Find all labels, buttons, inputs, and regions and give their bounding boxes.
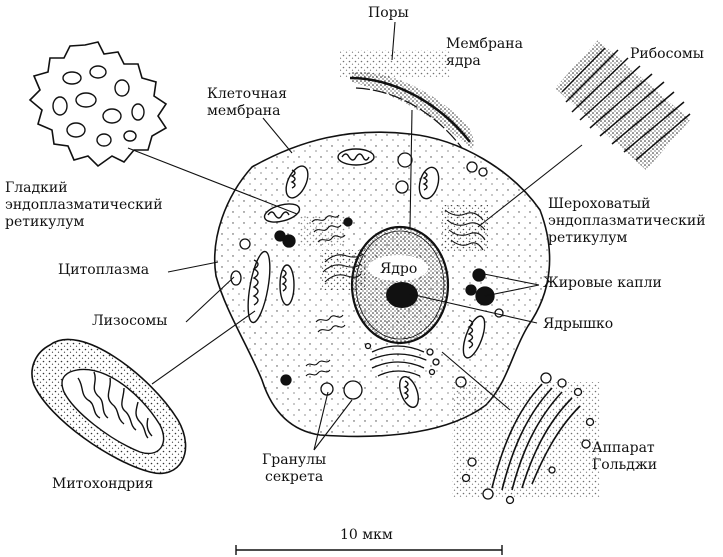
label-rough-er: Шероховатый эндоплазматический ретикулум xyxy=(548,196,706,246)
label-nuclear-membrane: Мембрана ядра xyxy=(446,36,523,69)
label-golgi: Аппарат Гольджи xyxy=(592,440,658,473)
label-mitochondrion: Митохондрия xyxy=(52,476,154,492)
nucleolus xyxy=(386,282,418,308)
rough-er-inset xyxy=(555,40,691,170)
nuclear-membrane-inset xyxy=(340,50,474,150)
cell xyxy=(213,131,551,438)
nucleus-label-area xyxy=(368,255,428,281)
golgi-inset xyxy=(452,372,600,505)
smooth-er-inset xyxy=(28,41,168,168)
cell-golgi xyxy=(364,342,440,377)
label-nucleolus: Ядрышко xyxy=(543,316,614,332)
scale-bar xyxy=(235,545,503,555)
label-lysosomes: Лизосомы xyxy=(92,313,168,329)
label-cell-membrane: Клеточная мембрана xyxy=(207,86,287,119)
leader-lines xyxy=(127,21,583,451)
label-secretory-granules: Гранулы секрета xyxy=(262,452,327,485)
scale-bar-label: 10 мкм xyxy=(340,527,393,543)
cell-mitochondria xyxy=(247,148,486,408)
label-smooth-er: Гладкий эндоплазматический ретикулум xyxy=(5,180,163,230)
label-ribosomes: Рибосомы xyxy=(630,46,704,62)
label-pores: Поры xyxy=(368,5,409,21)
label-cytoplasm: Цитоплазма xyxy=(58,262,150,278)
label-nucleus: Ядро xyxy=(380,261,418,277)
label-fat-drops: Жировые капли xyxy=(543,275,662,291)
mitochondrion-inset xyxy=(31,338,187,475)
